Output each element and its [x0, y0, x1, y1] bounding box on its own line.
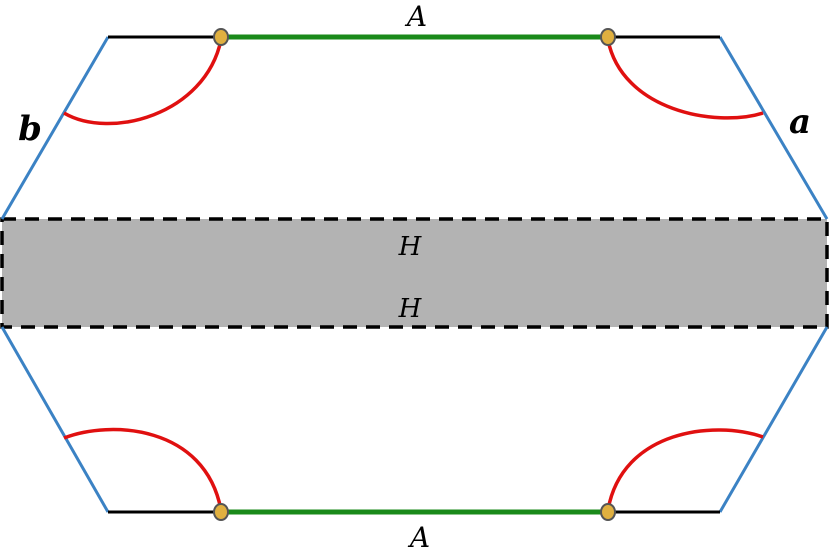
red-arc-top-right — [606, 39, 764, 120]
red-arc-bottom-right — [606, 428, 764, 511]
endpoint-top-right — [600, 28, 616, 46]
red-arc-top-left — [63, 39, 223, 126]
endpoint-top-left — [213, 28, 229, 46]
endpoint-bottom-right — [600, 503, 616, 521]
label-bottom-edge: A — [407, 521, 430, 549]
endpoint-bottom-left — [213, 503, 229, 521]
label-left-edge: b — [18, 109, 42, 149]
blue-edge-bottom-right — [718, 326, 829, 513]
label-band-upper: H — [398, 232, 423, 262]
shaded-band — [0, 217, 829, 329]
label-top-edge: A — [404, 0, 427, 33]
red-arc-bottom-left — [63, 427, 223, 511]
label-band-lower: H — [398, 294, 423, 324]
blue-edge-bottom-left — [0, 326, 110, 513]
blue-edge-top-left — [0, 36, 110, 220]
blue-edge-top-right — [718, 36, 829, 220]
label-right-edge: a — [789, 102, 811, 142]
